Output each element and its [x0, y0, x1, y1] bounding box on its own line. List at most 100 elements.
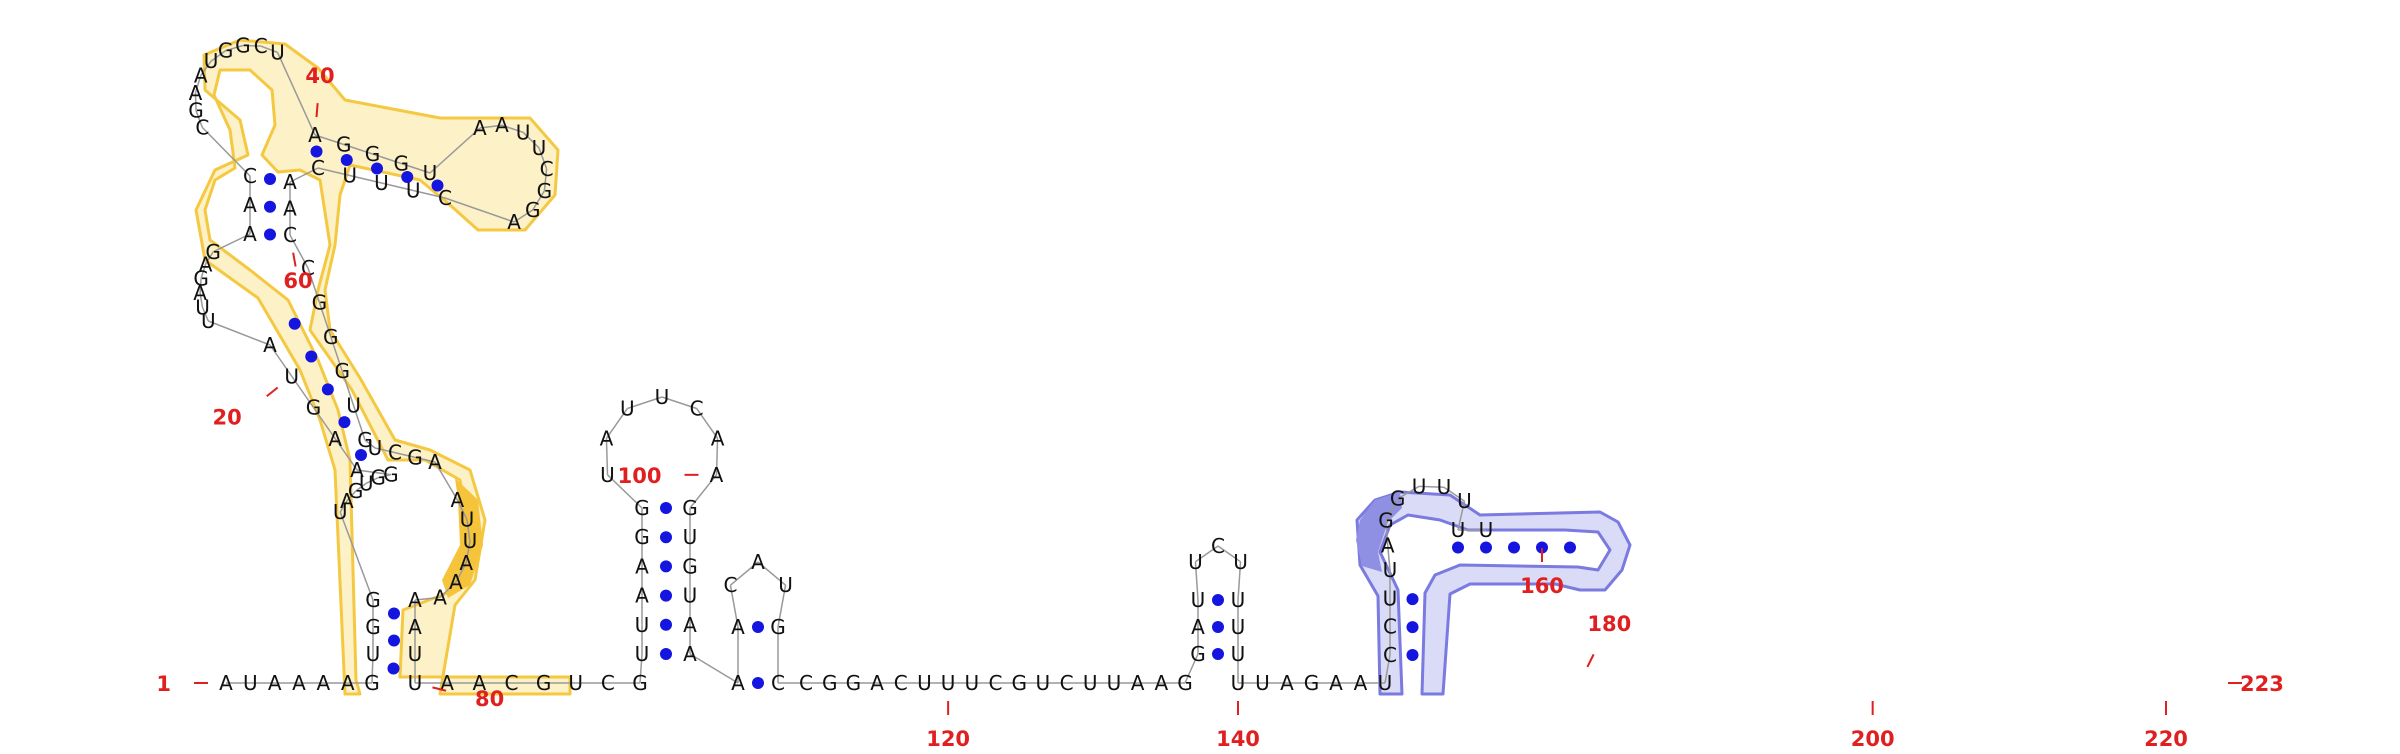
- nucleotide-142: A: [1280, 671, 1294, 695]
- nucleotide-15: G: [370, 466, 386, 490]
- nucleotide-14: U: [359, 471, 374, 495]
- nucleotide-83: C: [504, 671, 518, 695]
- nucleotide-31: C: [195, 116, 209, 140]
- nucleotide-79: U: [408, 642, 423, 666]
- base-pair-dot: [660, 502, 672, 514]
- nucleotide-74: A: [459, 551, 473, 575]
- backbone-link: [439, 581, 457, 598]
- backbone-link: [543, 168, 548, 191]
- nucleotide-63: G: [323, 325, 339, 349]
- nucleotide-37: G: [235, 33, 251, 57]
- backbone-link: [365, 477, 379, 484]
- nucleotide-121: U: [964, 671, 979, 695]
- nucleotide-158: U: [1479, 518, 1494, 542]
- nucleotide-136: U: [1233, 550, 1248, 574]
- base-pair-dot: [660, 618, 672, 631]
- nucleotide-124: U: [1036, 671, 1051, 695]
- nucleotide-88: U: [635, 642, 650, 666]
- position-number-label: 120: [926, 727, 970, 751]
- orange-region-highlight: [442, 478, 483, 598]
- position-number-label: 200: [1851, 727, 1895, 751]
- nucleotide-134: U: [1188, 550, 1203, 574]
- base-pair-dot: [387, 662, 400, 675]
- nucleotide-104: U: [683, 584, 698, 608]
- number-tick: [266, 386, 279, 398]
- position-number-label: 223: [2240, 672, 2284, 696]
- nucleotide-13: G: [348, 479, 364, 503]
- nucleotide-102: U: [683, 525, 698, 549]
- nucleotide-95: A: [600, 426, 614, 450]
- backbone-link: [364, 439, 376, 449]
- nucleotide-107: A: [731, 671, 745, 695]
- nucleotide-51: G: [525, 198, 541, 222]
- nucleotide-118: C: [894, 671, 908, 695]
- nucleotide-98: C: [690, 396, 704, 420]
- base-pair-dot: [340, 154, 353, 166]
- base-pair-dot: [305, 350, 318, 363]
- backbone-link: [466, 519, 471, 542]
- nucleotide-73: U: [463, 529, 478, 553]
- nucleotide-59: A: [283, 197, 297, 221]
- backbone-link: [225, 44, 244, 52]
- backbone-link: [334, 438, 358, 471]
- backbone-link: [627, 396, 663, 410]
- nucleotide-66: G: [357, 428, 373, 452]
- nucleotide-56: U: [342, 164, 357, 188]
- nucleotide-29: A: [243, 193, 257, 217]
- nucleotide-147: C: [1383, 643, 1397, 667]
- nucleotide-70: A: [428, 450, 442, 474]
- nucleotide-155: U: [1437, 475, 1452, 499]
- backbone-link: [242, 44, 261, 47]
- backbone-link: [381, 182, 414, 192]
- backbone-link: [200, 60, 212, 77]
- nucleotide-45: A: [473, 116, 487, 140]
- backbone-link: [1457, 500, 1466, 531]
- nucleotide-33: A: [189, 81, 203, 105]
- nucleotide-141: U: [1255, 671, 1270, 695]
- backbone-link: [1419, 485, 1444, 488]
- backbone-link: [777, 585, 787, 628]
- backbone-link: [661, 396, 697, 410]
- base-pair-dot: [310, 145, 323, 158]
- nucleotide-127: U: [1107, 671, 1122, 695]
- nucleotide-151: A: [1381, 533, 1395, 557]
- nucleotide-64: G: [334, 359, 350, 383]
- nucleotide-80: U: [408, 671, 423, 695]
- nucleotide-145: A: [1354, 671, 1368, 695]
- nucleotide-157: U: [1451, 518, 1466, 542]
- nucleotide-3: A: [268, 671, 282, 695]
- nucleotide-48: U: [532, 136, 547, 160]
- position-number-label: 160: [1520, 574, 1564, 598]
- base-pair-dot: [401, 171, 414, 183]
- nucleotide-92: G: [634, 525, 650, 549]
- nucleotide-82: A: [472, 671, 486, 695]
- nucleotide-72: U: [460, 508, 475, 532]
- nucleotide-84: G: [536, 671, 552, 695]
- backbone-link: [312, 407, 336, 440]
- nucleotide-94: U: [600, 463, 615, 487]
- backbone-link: [1195, 545, 1219, 563]
- base-pair-layer: [264, 145, 1576, 689]
- nucleotide-119: U: [917, 671, 932, 695]
- nucleotide-101: G: [682, 496, 698, 520]
- nucleotide-109: C: [723, 573, 737, 597]
- backbone-link: [729, 585, 739, 628]
- nucleotide-27: G: [205, 240, 221, 264]
- backbone-link: [200, 264, 207, 279]
- number-tick: [1586, 653, 1595, 668]
- base-pair-dot: [371, 162, 383, 175]
- backbone-link: [456, 499, 468, 520]
- nucleotide-60: C: [283, 223, 297, 247]
- base-pair-dot: [1536, 541, 1548, 554]
- nucleotide-30: C: [243, 164, 257, 188]
- backbone-link: [356, 469, 391, 476]
- base-pair-dot: [431, 179, 444, 192]
- backbone-link: [605, 408, 628, 439]
- nucleotide-22: U: [201, 309, 216, 333]
- nucleotide-20: U: [284, 364, 299, 388]
- backbone-link: [696, 408, 719, 439]
- backbone-link: [276, 52, 316, 136]
- backbone-link: [201, 307, 209, 322]
- nucleotide-154: U: [1412, 474, 1427, 498]
